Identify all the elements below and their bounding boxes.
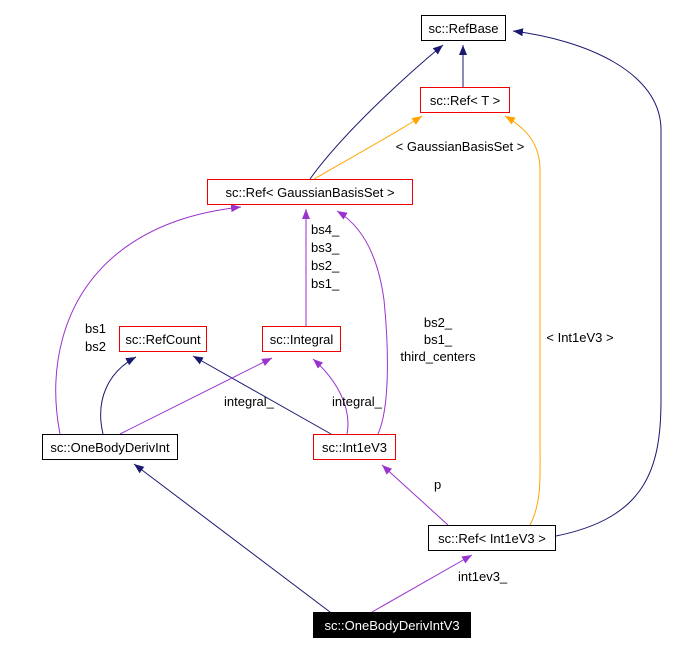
label-integral-basis-members: bs4_ bs3_ bs2_ bs1_ [311, 221, 339, 293]
label-p-member: p [434, 477, 442, 492]
edge-int1ev3-to-refgbs-bs [336, 210, 388, 435]
node-ref-int1ev3[interactable]: sc::Ref< Int1eV3 > [428, 525, 556, 551]
node-refbase[interactable]: sc::RefBase [421, 15, 506, 41]
label-integral-member-right: integral_ [332, 394, 382, 409]
edge-refgbs-to-refbase [309, 44, 444, 180]
label-bs4: bs4_ [311, 222, 340, 237]
edge-int1ev3-to-integral [312, 358, 349, 435]
label-obdi-basis-members: bs1 bs2 [85, 320, 106, 356]
edge-refgbs-to-reft-template [313, 115, 423, 180]
label-template-gaussianbasisset: < GaussianBasisSet > [395, 139, 525, 154]
edge-refint1ev3-to-reft-template [504, 115, 541, 526]
edge-onebodyderivint-to-refcount [100, 356, 137, 435]
edge-refint1ev3-to-refbase [512, 28, 662, 537]
label-int1ev3-basis-members: bs2_ bs1_ third_centers [392, 314, 484, 365]
edge-onebodyderivint-to-refgbs-bs1bs2 [55, 204, 242, 435]
label-integral-member-left: integral_ [224, 394, 274, 409]
node-ref-gaussianbasisset[interactable]: sc::Ref< GaussianBasisSet > [207, 179, 413, 205]
edge-int1ev3-to-refcount [192, 355, 332, 435]
edge-refint1ev3-to-int1ev3-p [381, 464, 449, 526]
label-int1ev3-member: int1ev3_ [458, 569, 508, 584]
node-int1ev3[interactable]: sc::Int1eV3 [313, 434, 396, 460]
node-onebodyderivintv3: sc::OneBodyDerivIntV3 [313, 612, 471, 638]
node-ref-t[interactable]: sc::Ref< T > [420, 87, 510, 113]
label-template-int1ev3: < Int1eV3 > [546, 330, 614, 345]
label-bs2: bs2_ [311, 258, 340, 273]
label-third-centers: third_centers [400, 349, 476, 364]
edge-onebodyderivintv3-to-onebodyderivint [133, 463, 331, 613]
node-refcount[interactable]: sc::RefCount [119, 326, 207, 352]
node-integral[interactable]: sc::Integral [262, 326, 341, 352]
label-bs1: bs1_ [311, 276, 340, 291]
label-bs1-plain: bs1 [85, 321, 106, 336]
label-bs3: bs3_ [311, 240, 340, 255]
label-bs2-underscore: bs2_ [423, 315, 453, 330]
node-onebodyderivint[interactable]: sc::OneBodyDerivInt [42, 434, 178, 460]
label-bs1-underscore: bs1_ [423, 332, 453, 347]
label-bs2-plain: bs2 [85, 339, 106, 354]
edge-onebodyderivintv3-to-refint1ev3 [371, 554, 473, 613]
edge-onebodyderivint-to-integral [119, 357, 273, 435]
